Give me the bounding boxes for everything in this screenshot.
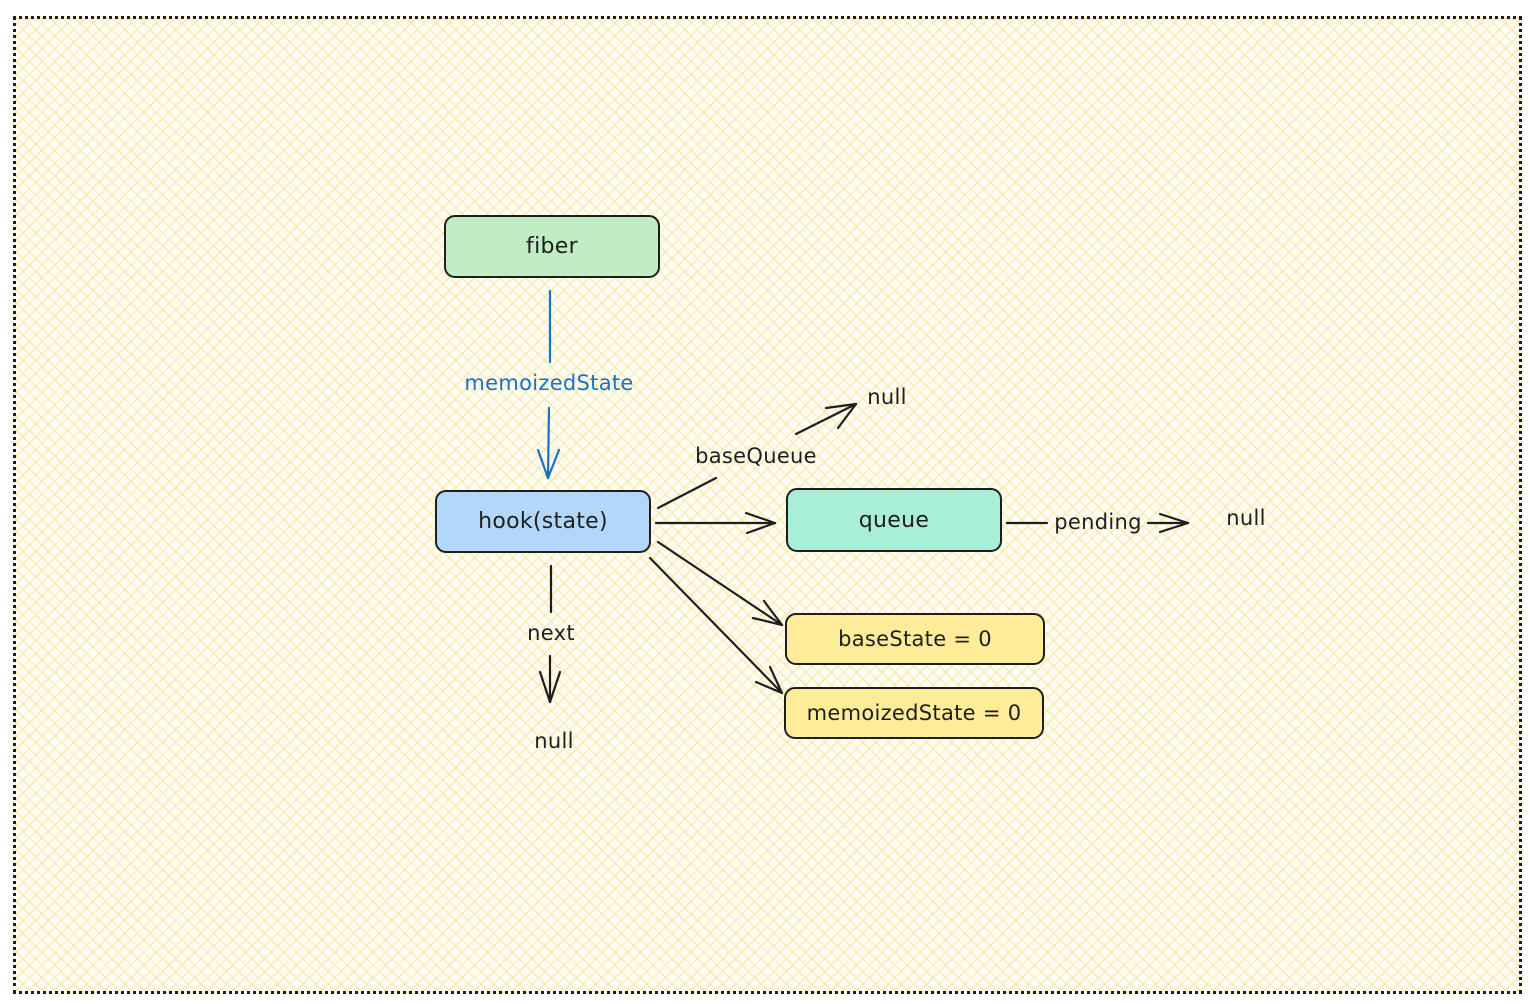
- arrow-hook-to-next-null: [538, 564, 562, 704]
- node-base-state[interactable]: baseState = 0: [785, 613, 1045, 665]
- node-memoized-state-label: memoizedState = 0: [806, 701, 1022, 725]
- canvas-frame: [13, 16, 1522, 994]
- terminal-next-null[interactable]: null: [534, 729, 574, 753]
- edge-label-next[interactable]: next: [527, 621, 575, 645]
- edge-label-memoizedstate[interactable]: memoizedState: [464, 371, 634, 395]
- node-hook-label: hook(state): [478, 509, 608, 534]
- node-queue[interactable]: queue: [786, 488, 1002, 552]
- arrow-hook-to-queue: [654, 511, 777, 535]
- arrow-hook-to-basequeue-null: [656, 402, 858, 510]
- edge-label-basequeue[interactable]: baseQueue: [695, 444, 817, 468]
- arrow-fiber-to-hook: [536, 289, 561, 480]
- terminal-basequeue-null[interactable]: null: [867, 385, 907, 409]
- node-fiber[interactable]: fiber: [444, 215, 660, 278]
- node-fiber-label: fiber: [526, 234, 578, 259]
- node-queue-label: queue: [858, 507, 930, 533]
- arrow-hook-to-memoizedstate: [648, 556, 784, 695]
- node-base-state-label: baseState = 0: [838, 627, 992, 651]
- terminal-pending-null[interactable]: null: [1226, 506, 1266, 530]
- edge-label-pending[interactable]: pending: [1054, 510, 1142, 534]
- arrow-queue-pending-null: [1005, 512, 1190, 534]
- node-memoized-state[interactable]: memoizedState = 0: [784, 687, 1044, 739]
- node-hook[interactable]: hook(state): [435, 490, 651, 553]
- arrow-hook-to-basestate: [656, 540, 784, 627]
